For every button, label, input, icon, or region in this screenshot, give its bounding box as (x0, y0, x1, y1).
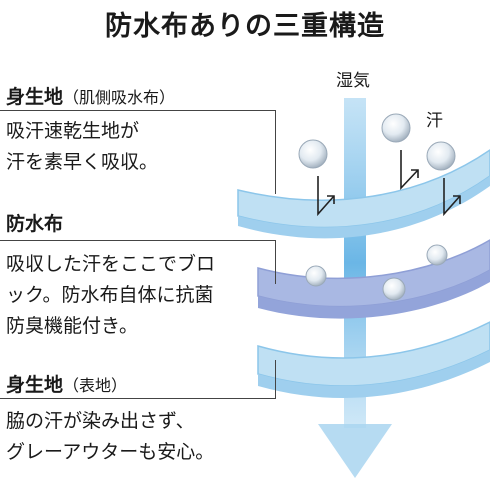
sweat-arrow (317, 176, 335, 217)
desc-line: 吸汗速乾生地が (6, 120, 140, 142)
desc-line: ック。防水布自体に抗菌 (6, 284, 214, 306)
vapor-arrow-shaft (344, 98, 366, 428)
desc-line: 汗を素早く吸収。 (6, 151, 159, 173)
connector-line (0, 240, 276, 241)
desc-line: 防臭機能付き。 (6, 315, 139, 337)
sweat-arrow (400, 150, 419, 191)
waterproof-layer (257, 239, 490, 308)
desc-line: 脇の汗が染み出さず、 (6, 410, 195, 432)
vapor-label: 湿気 (336, 71, 370, 91)
section-heading-inner: 身生地（肌側吸水布） (6, 82, 175, 109)
section-heading-text: 防水布 (6, 213, 64, 235)
section-heading-text: 身生地 (6, 374, 64, 396)
section-heading-outer: 身生地（表地） (6, 370, 127, 397)
inner-fabric-layer (237, 149, 490, 229)
desc-line: 吸収した汗をここでブロ (6, 253, 216, 275)
sweat-label: 汗 (426, 111, 443, 131)
section-heading-sub: （肌側吸水布） (63, 88, 176, 107)
section-heading-text: 身生地 (6, 86, 64, 108)
section-heading-waterproof: 防水布 (6, 209, 63, 236)
sweat-drop (382, 277, 406, 301)
section-desc-waterproof: 吸収した汗をここでブロ ック。防水布自体に抗菌 防臭機能付き。 (6, 249, 216, 342)
vapor-arrow-head (318, 424, 392, 478)
outer-fabric-layer (257, 321, 490, 387)
connector-line (275, 240, 276, 284)
sweat-drop (305, 265, 327, 287)
section-heading-sub: （表地） (63, 376, 128, 395)
section-desc-outer: 脇の汗が染み出さず、 グレーアウターも安心。 (6, 406, 215, 468)
connector-line (275, 110, 276, 194)
sweat-drop (298, 139, 328, 169)
sweat-drop (426, 141, 456, 171)
sweat-drop (426, 244, 448, 266)
connector-line (0, 398, 276, 399)
connector-line (0, 110, 276, 111)
connector-line (275, 360, 276, 399)
page-title: 防水布ありの三重構造 (105, 11, 385, 42)
section-desc-inner: 吸汗速乾生地が 汗を素早く吸収。 (6, 116, 159, 178)
sweat-arrow (443, 178, 461, 217)
desc-line: グレーアウターも安心。 (6, 441, 215, 463)
sweat-drop (381, 113, 411, 143)
